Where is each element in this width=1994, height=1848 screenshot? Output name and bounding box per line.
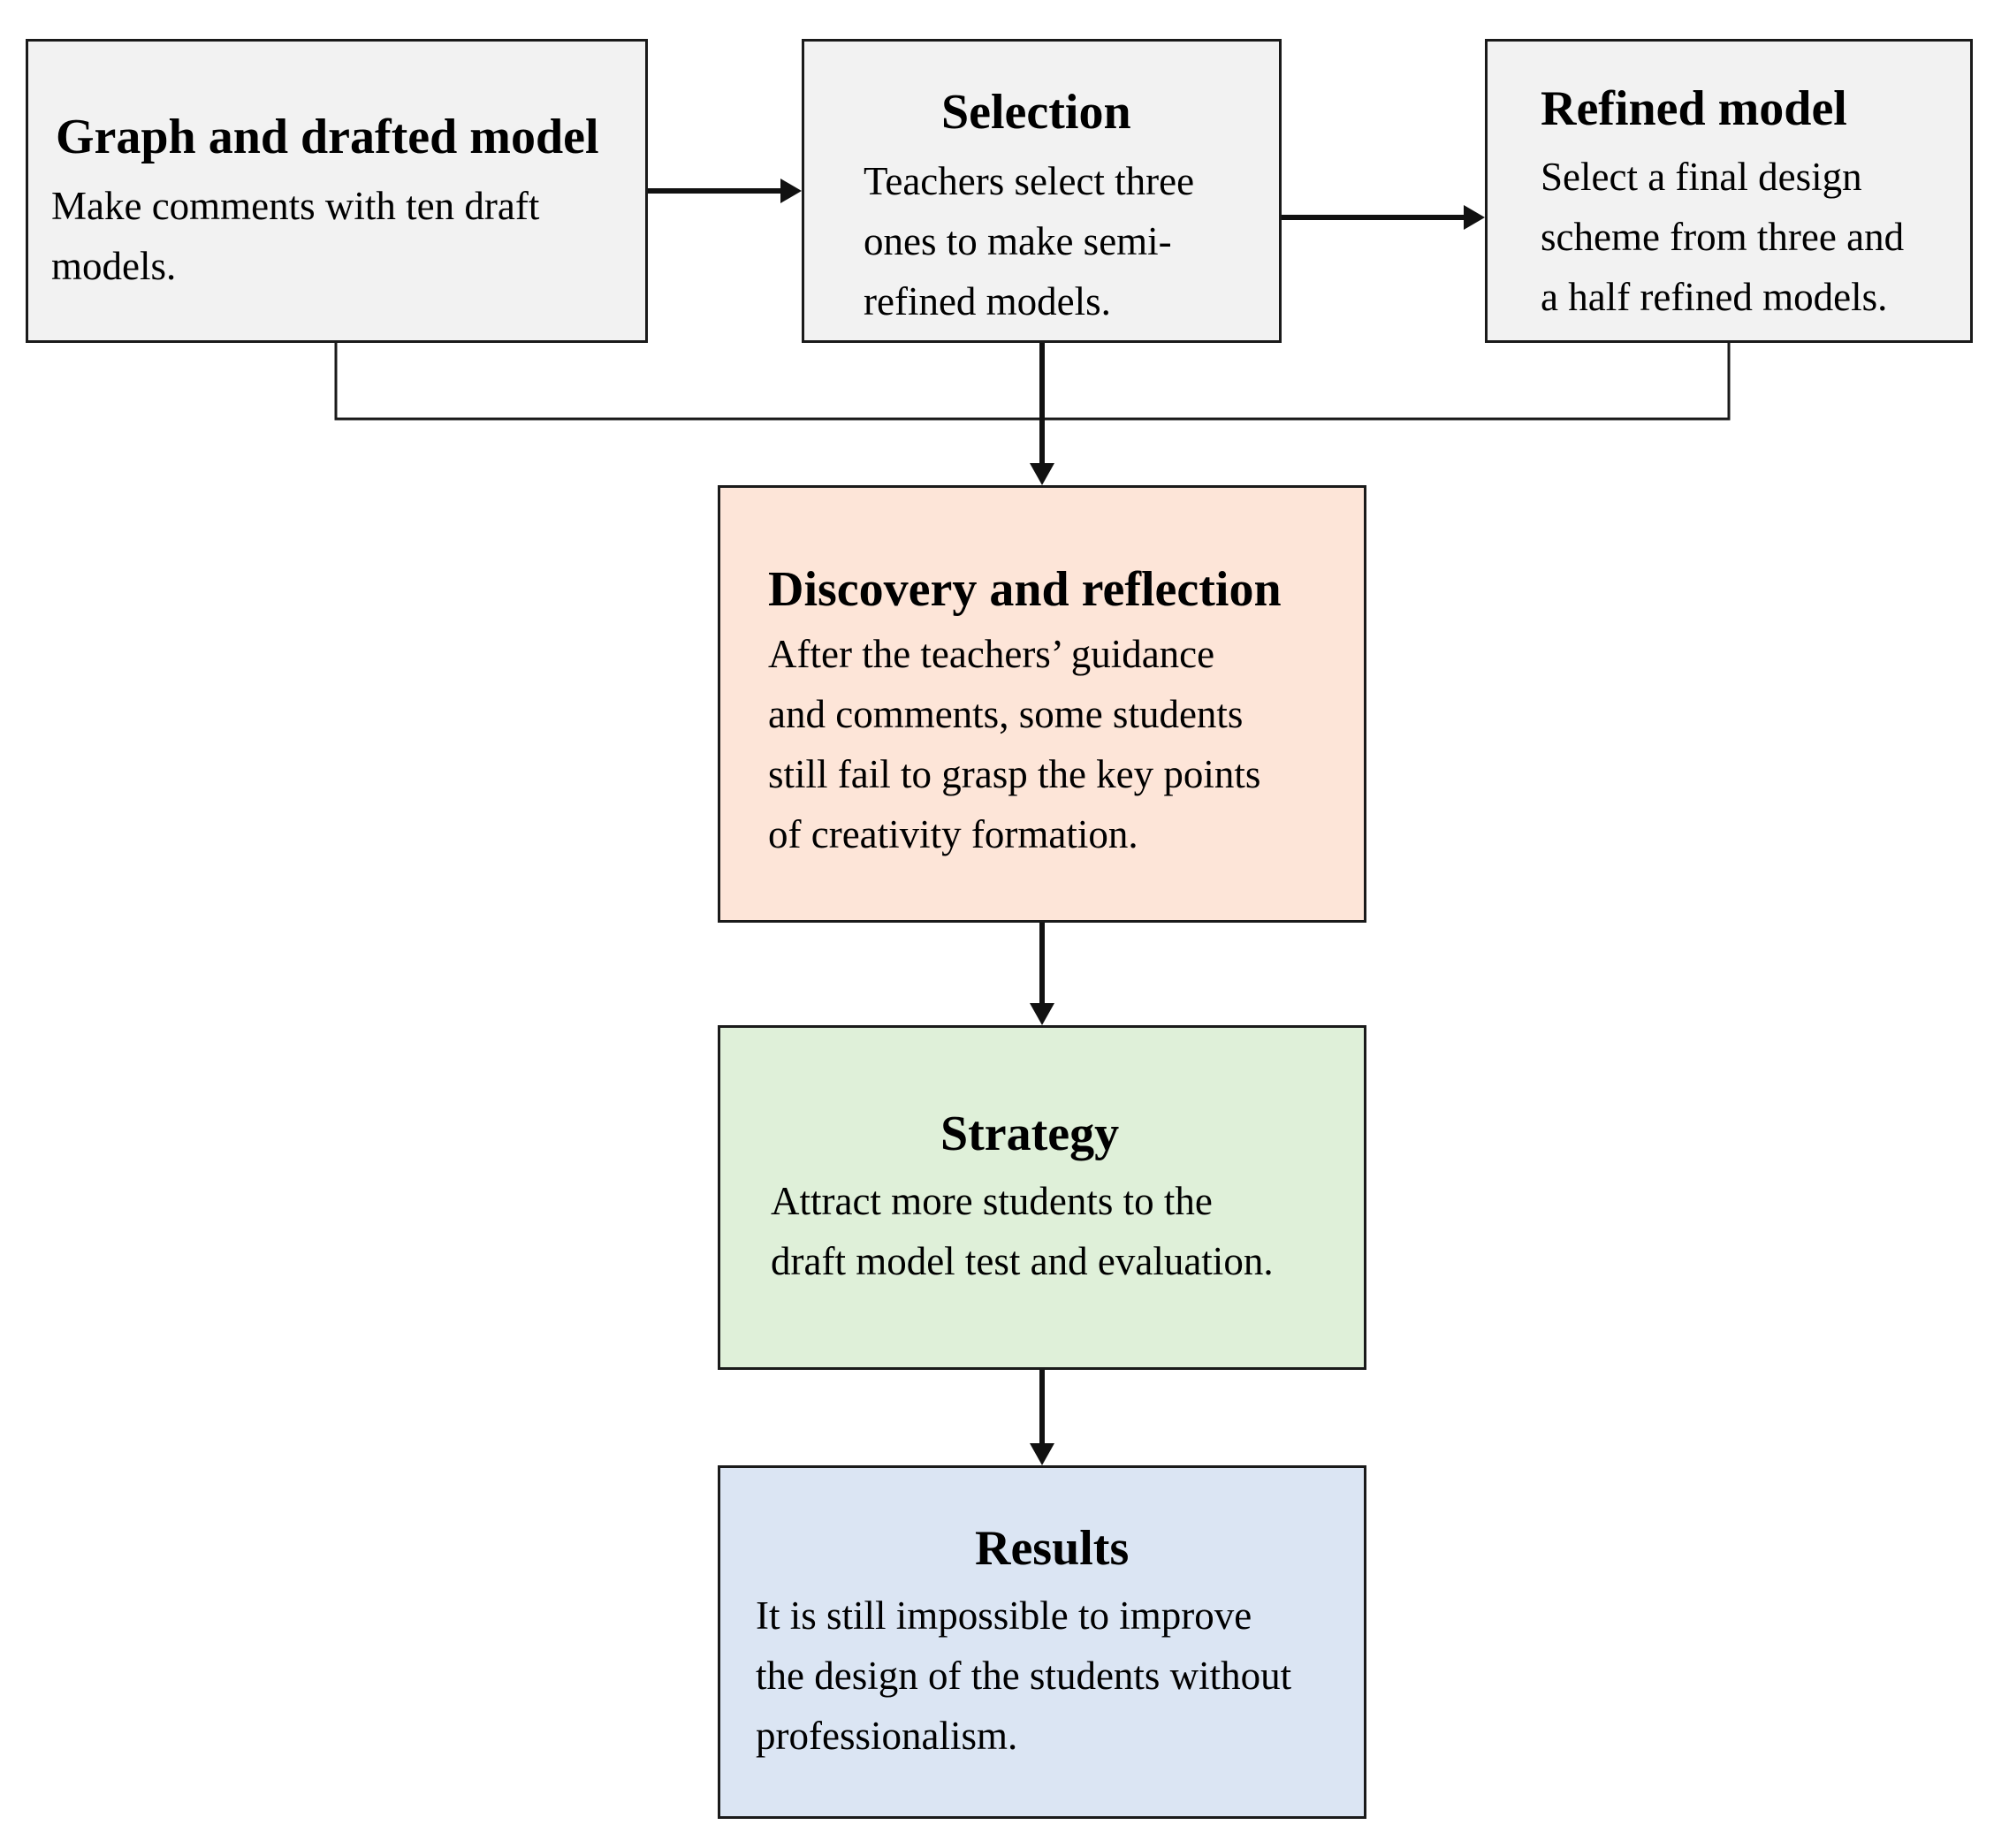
node-description: Teachers select three ones to make semi-… xyxy=(864,151,1194,331)
node-results: Results It is still impossible to improv… xyxy=(718,1465,1366,1819)
node-title: Refined model xyxy=(1541,81,1847,136)
description-line: draft model test and evaluation. xyxy=(771,1239,1274,1283)
description-line: scheme from three and xyxy=(1541,215,1905,259)
description-line: ones to make semi- xyxy=(864,219,1172,263)
node-strategy: Strategy Attract more students to the dr… xyxy=(718,1025,1366,1370)
node-graph-and-drafted-model: Graph and drafted model Make comments wi… xyxy=(26,39,648,343)
node-title: Strategy xyxy=(940,1107,1120,1161)
arrowhead-draft-to-selection xyxy=(780,179,802,203)
description-line: It is still impossible to improve xyxy=(756,1593,1252,1638)
node-title: Results xyxy=(975,1521,1130,1576)
node-selection: Selection Teachers select three ones to … xyxy=(802,39,1282,343)
description-line: of creativity formation. xyxy=(768,812,1138,856)
node-discovery-and-reflection: Discovery and reflection After the teach… xyxy=(718,485,1366,923)
node-title: Discovery and reflection xyxy=(768,562,1282,617)
node-description: Attract more students to the draft model… xyxy=(771,1171,1274,1291)
node-description: Make comments with ten draft models. xyxy=(51,176,539,296)
description-line: Teachers select three xyxy=(864,159,1195,203)
arrowhead-strategy-to-results xyxy=(1030,1443,1054,1465)
description-line: After the teachers’ guidance xyxy=(768,632,1215,676)
arrowhead-selection-to-discovery xyxy=(1030,463,1054,485)
description-line: still fail to grasp the key points xyxy=(768,752,1261,796)
arrowhead-discovery-to-strategy xyxy=(1030,1003,1054,1025)
node-description: Select a final design scheme from three … xyxy=(1541,147,1904,327)
description-line: Attract more students to the xyxy=(771,1179,1213,1223)
node-title: Selection xyxy=(941,85,1131,140)
node-description: It is still impossible to improve the de… xyxy=(756,1586,1291,1766)
description-line: Select a final design xyxy=(1541,155,1862,199)
description-line: professionalism. xyxy=(756,1714,1018,1758)
node-refined-model: Refined model Select a final design sche… xyxy=(1485,39,1973,343)
node-title: Graph and drafted model xyxy=(56,110,599,164)
description-line: Make comments with ten draft xyxy=(51,184,540,228)
connector-bracket-draft-refined xyxy=(334,343,1731,421)
description-line: models. xyxy=(51,244,177,288)
arrowhead-selection-to-refined xyxy=(1464,205,1485,230)
node-description: After the teachers’ guidance and comment… xyxy=(768,624,1260,864)
description-line: and comments, some students xyxy=(768,692,1244,736)
description-line: refined models. xyxy=(864,279,1111,323)
description-line: the design of the students without xyxy=(756,1654,1292,1698)
description-line: a half refined models. xyxy=(1541,275,1888,319)
